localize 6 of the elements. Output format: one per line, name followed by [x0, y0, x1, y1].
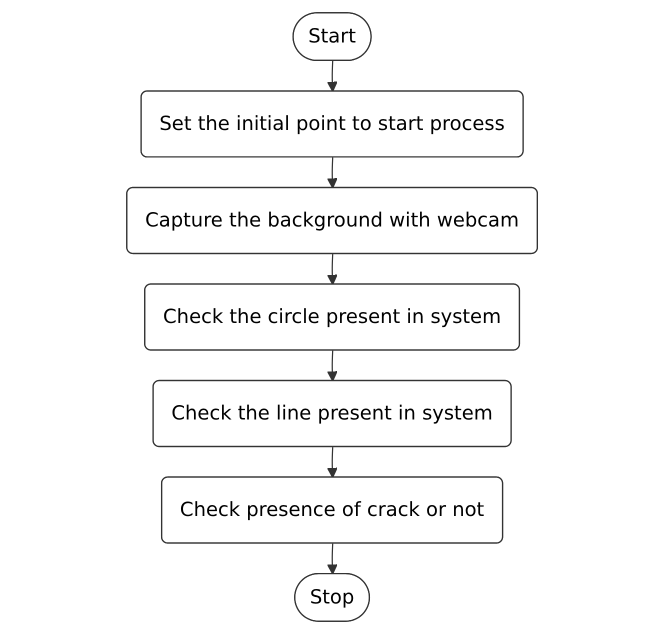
- arrow: [326, 543, 338, 574]
- arrow: [326, 60, 338, 92]
- arrow: [326, 157, 338, 188]
- arrow: [326, 254, 338, 285]
- arrow: [326, 350, 338, 382]
- arrow: [326, 446, 338, 478]
